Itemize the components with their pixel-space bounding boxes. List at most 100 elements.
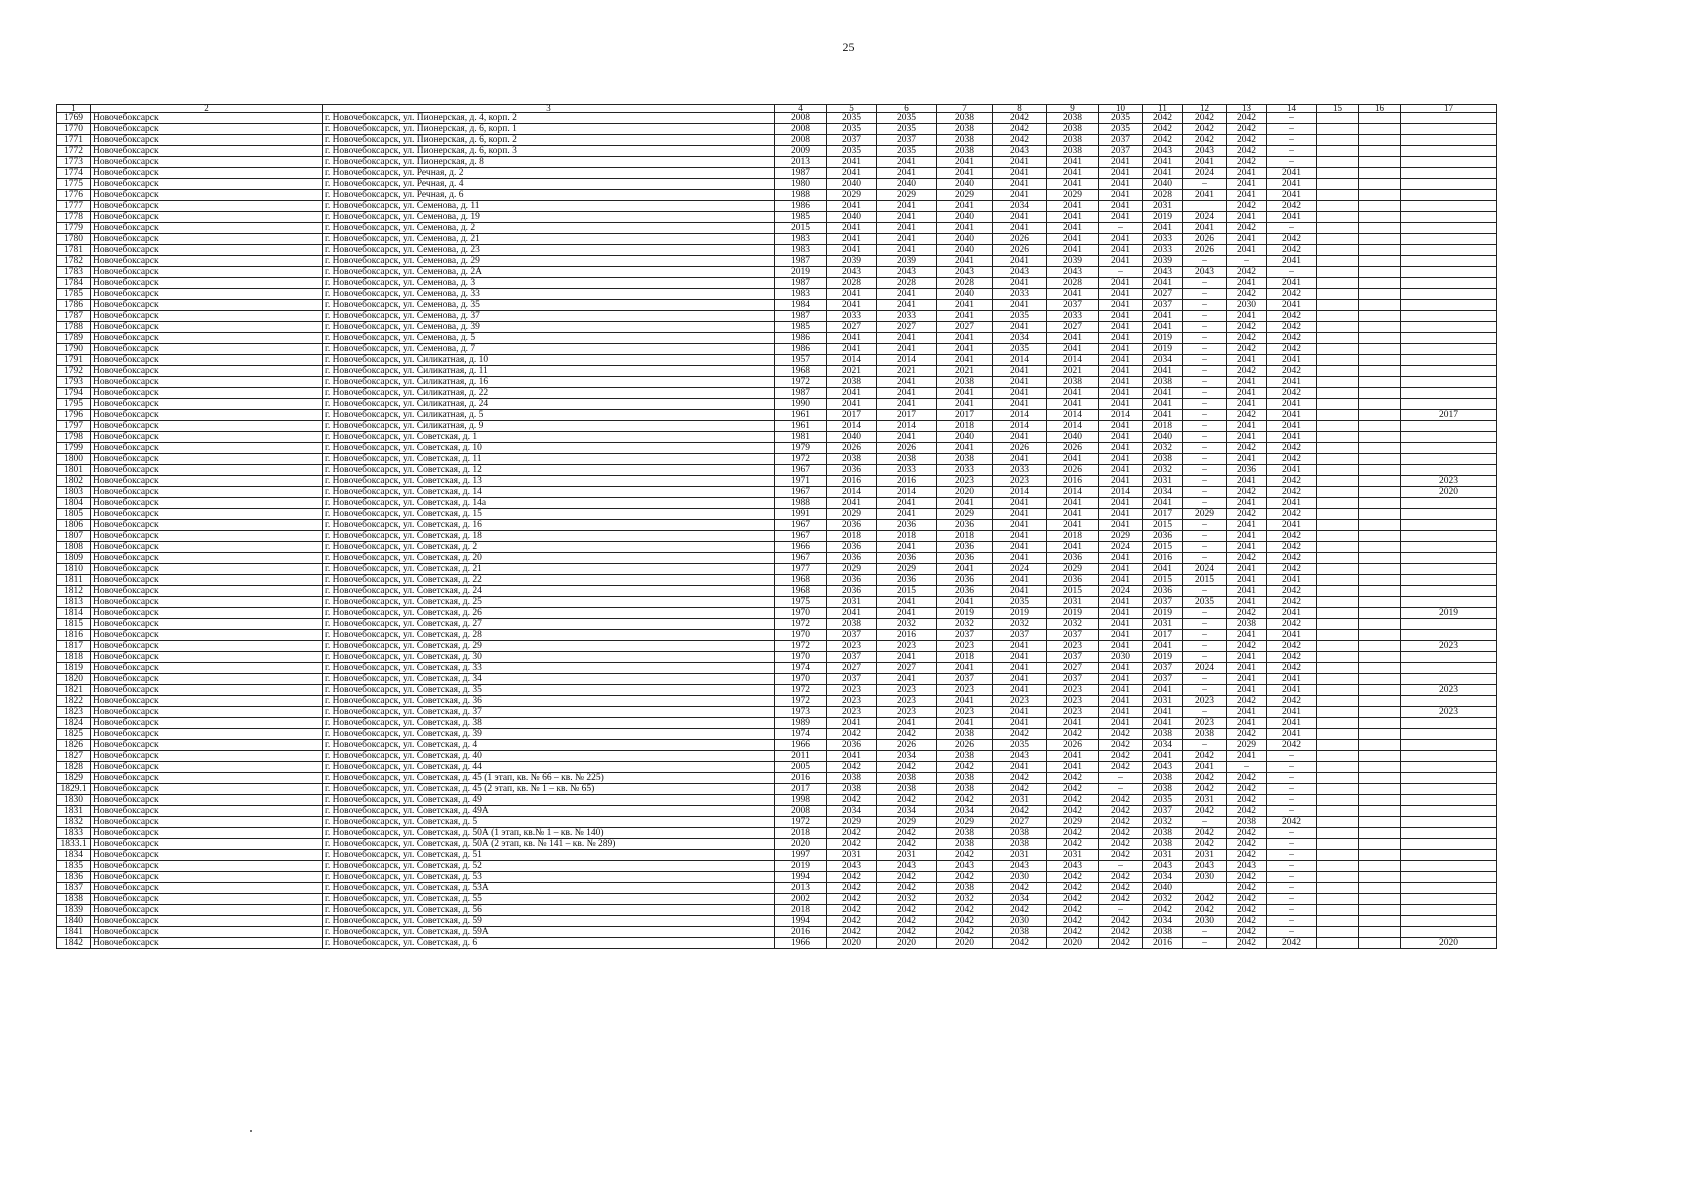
year-cell	[1400, 211, 1497, 223]
year-cell: 2017	[826, 409, 877, 421]
row-number-cell: 1797	[56, 420, 91, 432]
year-cell: 2041	[876, 167, 937, 179]
year-cell: 2042	[1226, 508, 1267, 520]
address-cell: г. Новочебоксарск, ул. Силикатная, д. 5	[322, 409, 775, 421]
year-cell: –	[1182, 607, 1227, 619]
year-cell: 2042	[1266, 310, 1317, 322]
year-cell: 2026	[876, 442, 937, 454]
year-cell: –	[1098, 860, 1143, 872]
year-cell: 2027	[1142, 288, 1183, 300]
year-cell: 2041	[826, 387, 877, 399]
year-cell: 2033	[1142, 233, 1183, 245]
year-cell	[1358, 651, 1401, 663]
year-cell: 2041	[1046, 200, 1099, 212]
year-cell	[1400, 288, 1497, 300]
year-cell: 2032	[1142, 816, 1183, 828]
year-cell: 2041	[826, 750, 877, 762]
year-cell	[1358, 123, 1401, 135]
year-cell: 2042	[1226, 827, 1267, 839]
year-cell: 2014	[1046, 409, 1099, 421]
year-cell	[1358, 409, 1401, 421]
year-cell	[1316, 541, 1359, 553]
year-cell: 2042	[1226, 937, 1267, 949]
year-cell: 2005	[774, 761, 827, 773]
year-cell: 2042	[1226, 365, 1267, 377]
address-cell: г. Новочебоксарск, ул. Советская, д. 13	[322, 475, 775, 487]
row-number-cell: 1792	[56, 365, 91, 377]
year-cell	[1316, 607, 1359, 619]
city-cell: Новочебоксарск	[90, 552, 323, 564]
year-cell	[1316, 475, 1359, 487]
year-cell	[1400, 321, 1497, 333]
year-cell	[1358, 387, 1401, 399]
year-cell: 2038	[992, 838, 1047, 850]
year-cell: 2015	[1046, 585, 1099, 597]
year-cell: 1991	[774, 508, 827, 520]
year-cell: 2018	[876, 530, 937, 542]
year-cell: 2041	[992, 706, 1047, 718]
row-number-cell: 1823	[56, 706, 91, 718]
year-cell: 2041	[992, 178, 1047, 190]
year-cell: 1972	[774, 684, 827, 696]
address-cell: г. Новочебоксарск, ул. Пионерская, д. 6,…	[322, 123, 775, 135]
year-cell: 2024	[1182, 563, 1227, 575]
row-number-cell: 1796	[56, 409, 91, 421]
year-cell: 2041	[1226, 167, 1267, 179]
column-header: 3	[322, 104, 775, 113]
year-cell: 2041	[1098, 629, 1143, 641]
year-cell: 1987	[774, 255, 827, 267]
city-cell: Новочебоксарск	[90, 112, 323, 124]
year-cell: 1967	[774, 464, 827, 476]
year-cell: 2042	[1182, 772, 1227, 784]
year-cell	[1316, 706, 1359, 718]
year-cell: –	[1182, 321, 1227, 333]
city-cell: Новочебоксарск	[90, 244, 323, 256]
year-cell: 2042	[1266, 343, 1317, 355]
city-cell: Новочебоксарск	[90, 321, 323, 333]
year-cell	[1358, 211, 1401, 223]
year-cell: 2041	[1098, 233, 1143, 245]
year-cell: 2042	[1226, 134, 1267, 146]
year-cell	[1316, 640, 1359, 652]
column-header: 6	[876, 104, 937, 113]
year-cell: 1970	[774, 673, 827, 685]
address-cell: г. Новочебоксарск, ул. Советская, д. 33	[322, 662, 775, 674]
column-header: 1	[56, 104, 91, 113]
year-cell: –	[1182, 464, 1227, 476]
year-cell: 2041	[876, 343, 937, 355]
year-cell	[1316, 563, 1359, 575]
year-cell: 2018	[1142, 420, 1183, 432]
row-number-cell: 1805	[56, 508, 91, 520]
year-cell: –	[1266, 145, 1317, 157]
year-cell: 2040	[826, 431, 877, 443]
year-cell	[1400, 849, 1497, 861]
year-cell: 2030	[992, 871, 1047, 883]
year-cell	[1358, 244, 1401, 256]
city-cell: Новочебоксарск	[90, 772, 323, 784]
address-cell: г. Новочебоксарск, ул. Советская, д. 34	[322, 673, 775, 685]
city-cell: Новочебоксарск	[90, 420, 323, 432]
year-cell	[1316, 255, 1359, 267]
year-cell	[1316, 464, 1359, 476]
year-cell	[1358, 849, 1401, 861]
year-cell: 2042	[1266, 233, 1317, 245]
year-cell	[1316, 376, 1359, 388]
year-cell: 2042	[1182, 134, 1227, 146]
year-cell: –	[1182, 629, 1227, 641]
row-number-cell: 1771	[56, 134, 91, 146]
year-cell: 2019	[1142, 651, 1183, 663]
year-cell: 2041	[936, 387, 993, 399]
year-cell	[1400, 387, 1497, 399]
address-cell: г. Новочебоксарск, ул. Семенова, д. 19	[322, 211, 775, 223]
row-number-cell: 1835	[56, 860, 91, 872]
year-cell	[1400, 761, 1497, 773]
city-cell: Новочебоксарск	[90, 926, 323, 938]
year-cell: 2015	[1142, 519, 1183, 531]
